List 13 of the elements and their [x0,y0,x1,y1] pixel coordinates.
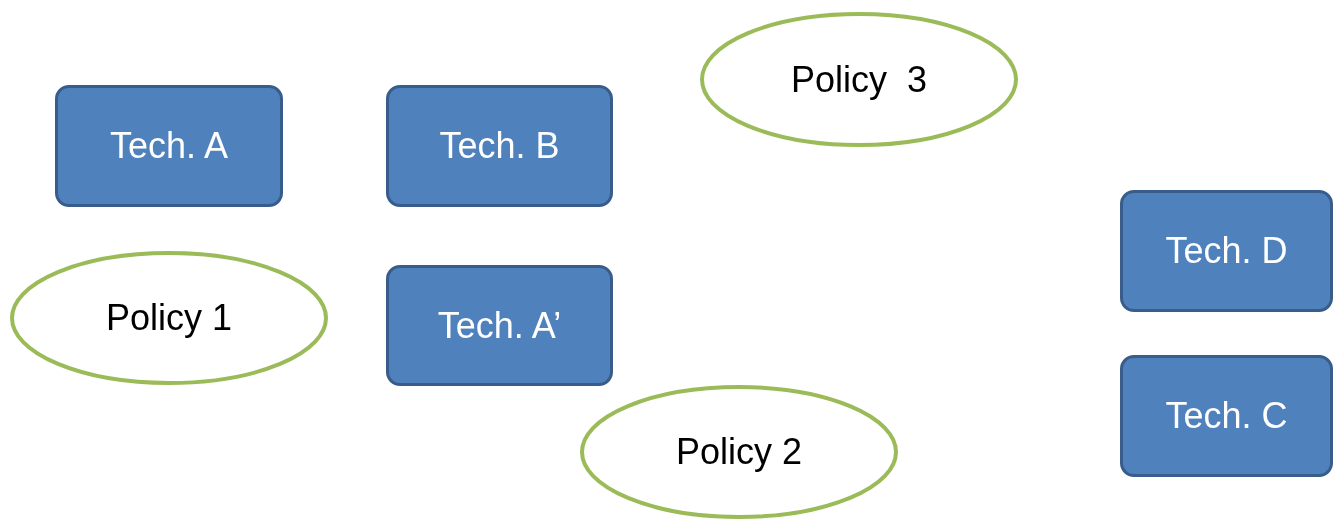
policy-label: Policy 2 [675,431,803,473]
tech-label: Tech. B [439,125,560,167]
tech-label: Tech. A [109,125,229,167]
tech-box [386,265,613,386]
tech-box [1120,355,1333,477]
policy-label: Policy 1 [105,297,233,339]
policy-label: Policy 3 [790,58,928,101]
tech-box [1120,190,1333,312]
tech-label: Tech. D [1165,230,1288,272]
tech-label: Tech. A’ [437,304,562,347]
tech-label: Tech. C [1165,395,1288,437]
tech-box [386,85,613,207]
tech-box [55,85,283,207]
